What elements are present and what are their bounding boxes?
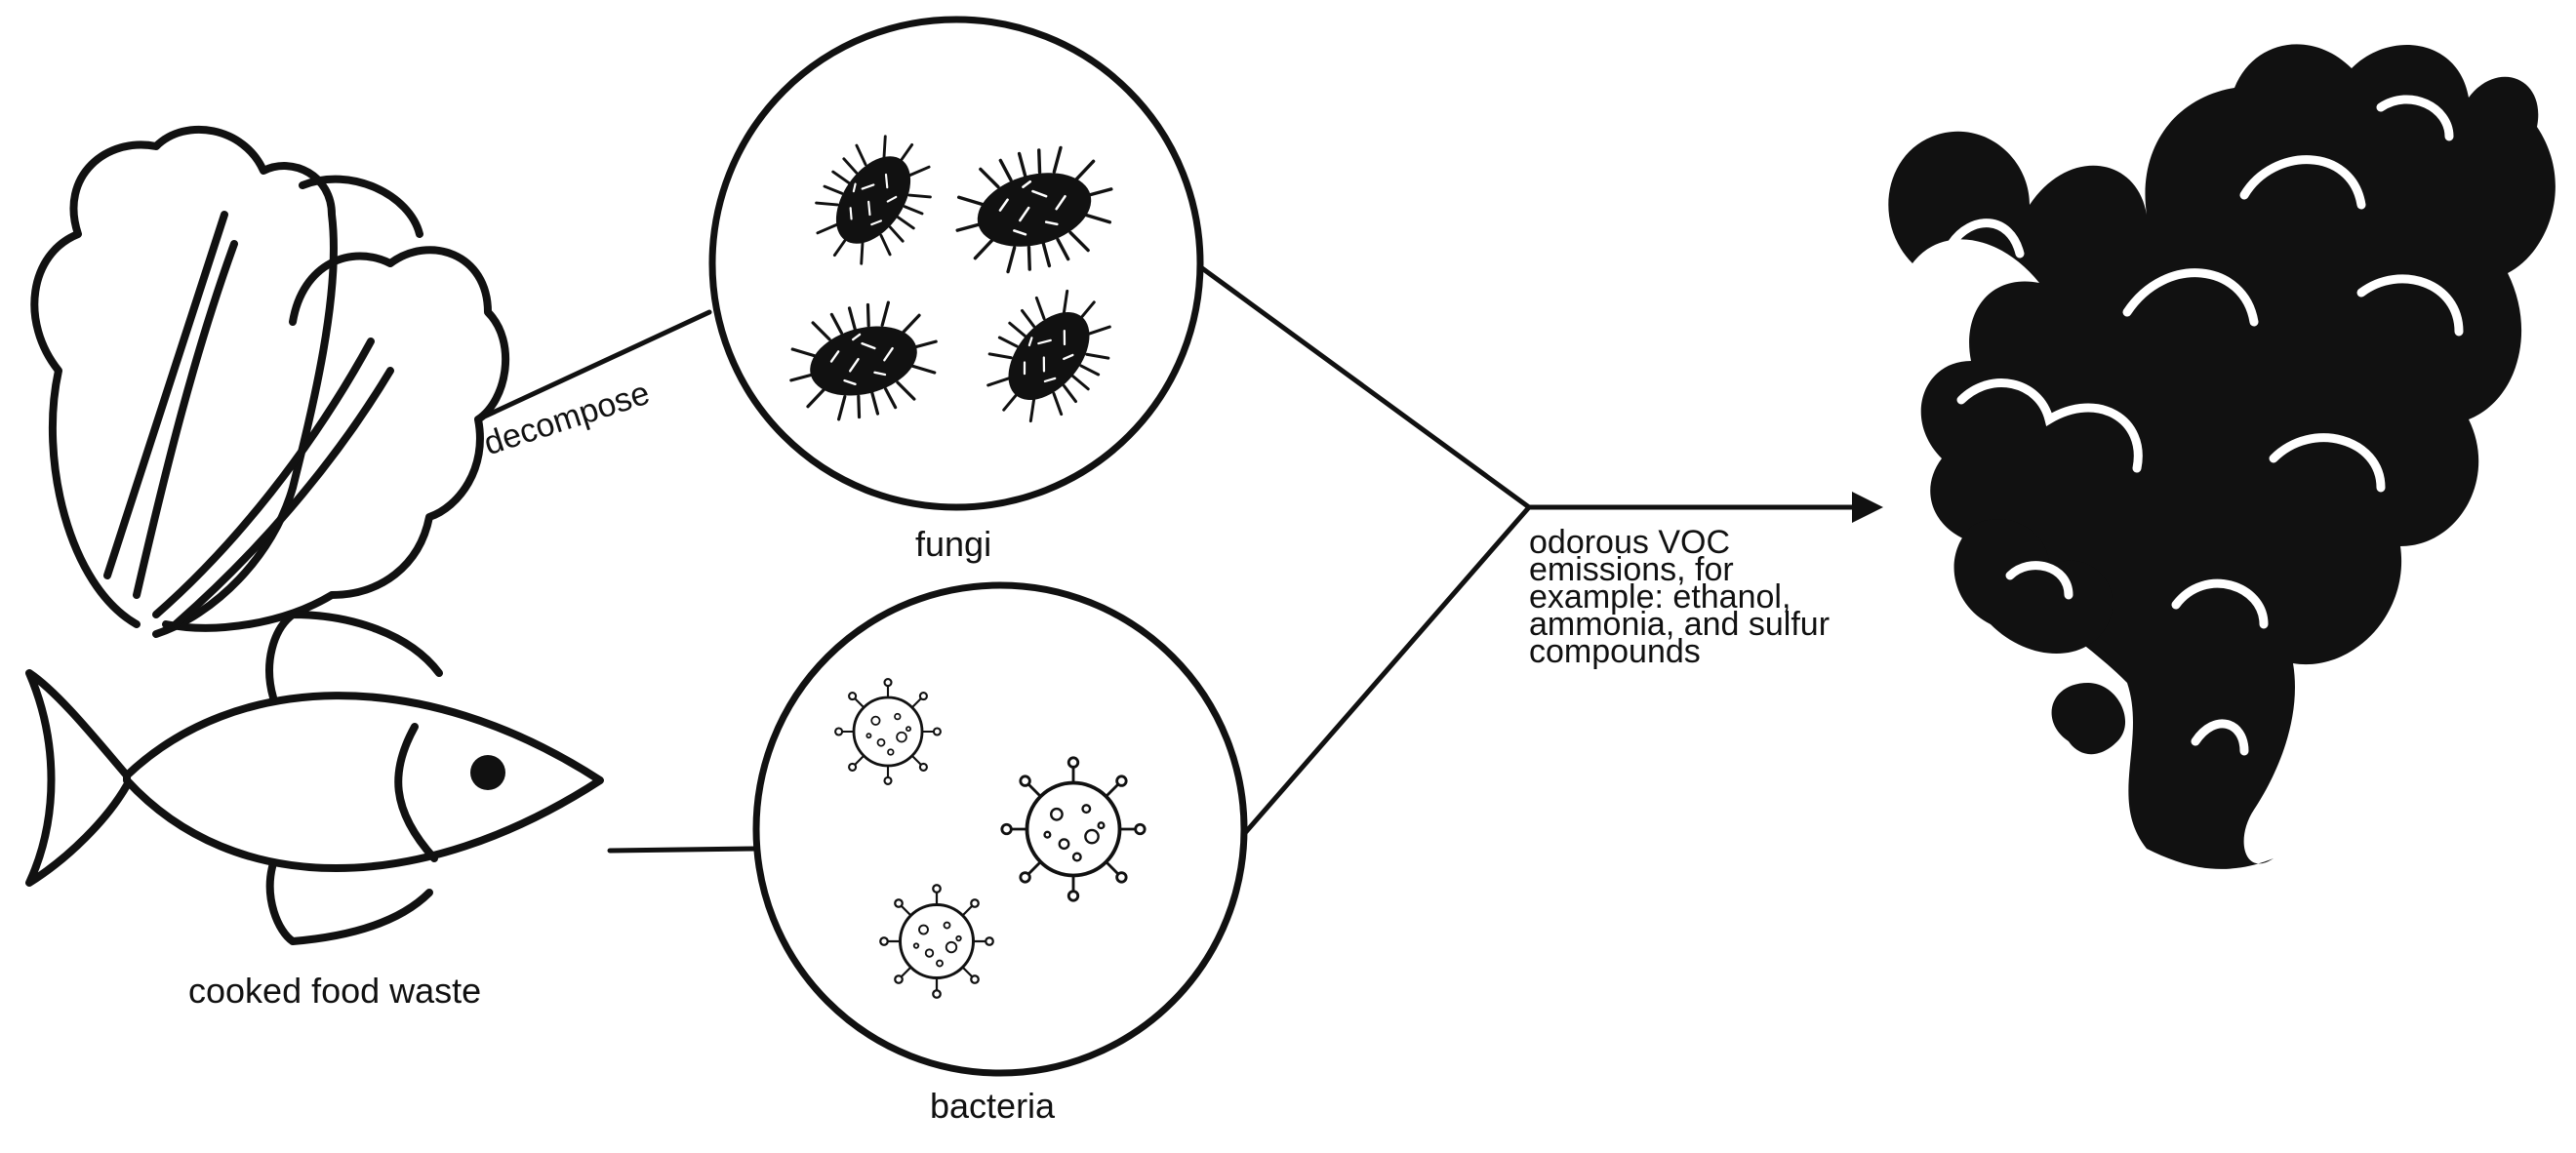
lettuce-icon bbox=[30, 125, 510, 638]
bacteria-label: bacteria bbox=[930, 1086, 1056, 1126]
fungi-microbe-icon bbox=[708, 16, 1204, 511]
voc-line: odorous VOC bbox=[1529, 524, 1730, 561]
voc-emissions-label: odorous VOC emissions, for example: etha… bbox=[1529, 524, 1900, 670]
voc-line: ammonia, and sulfur bbox=[1529, 606, 1831, 643]
smoke-cloud-icon bbox=[1888, 44, 2556, 869]
arrowhead-icon bbox=[1852, 492, 1883, 523]
voc-line: emissions, for bbox=[1529, 551, 1734, 588]
bacteria-virus-icon bbox=[752, 581, 1248, 1077]
fish-icon bbox=[25, 611, 604, 945]
voc-line: example: ethanol, bbox=[1529, 578, 1791, 616]
voc-line: compounds bbox=[1529, 633, 1701, 670]
connector-lines bbox=[475, 265, 1862, 854]
fungi-label: fungi bbox=[915, 524, 992, 564]
cooked-food-waste-label: cooked food waste bbox=[188, 971, 482, 1011]
